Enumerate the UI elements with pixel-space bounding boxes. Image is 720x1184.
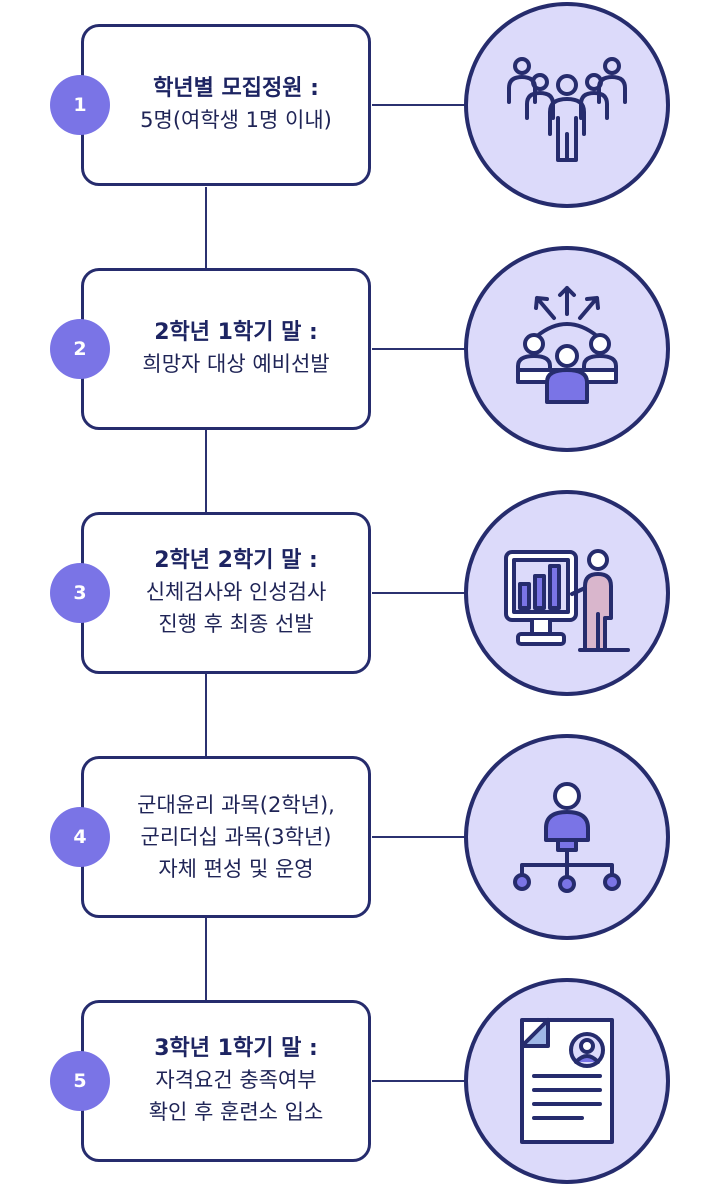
step-description-line: 진행 후 최종 선발: [158, 612, 314, 636]
presentation-chart-icon: [504, 549, 630, 652]
step-description-line: 확인 후 훈련소 입소: [148, 1100, 324, 1124]
icon-circle-1: [464, 2, 670, 208]
team-selection-icon: [516, 286, 618, 404]
step-description-line: 5명(여학생 1명 이내): [140, 108, 332, 132]
icon-circle-3: [464, 490, 670, 696]
step-box-5: 3학년 1학기 말 : 자격요건 충족여부 확인 후 훈련소 입소: [81, 1000, 371, 1162]
connector-horizontal-5: [372, 1080, 467, 1082]
step-box-1: 학년별 모집정원 : 5명(여학생 1명 이내): [81, 24, 371, 186]
step-description-line: 군리더십 과목(3학년): [140, 825, 332, 849]
step-box-2: 2학년 1학기 말 : 희망자 대상 예비선발: [81, 268, 371, 430]
step-title: 학년별 모집정원 :: [153, 76, 319, 101]
step-number-badge-1: 1: [50, 75, 110, 135]
group-people-icon: [507, 57, 627, 162]
resume-document-icon: [520, 1018, 614, 1144]
hierarchy-organization-icon: [513, 782, 621, 893]
step-description-line: 자격요건 충족여부: [155, 1068, 317, 1092]
step-number-badge-3: 3: [50, 563, 110, 623]
connector-vertical-3: [205, 674, 207, 758]
icon-circle-4: [464, 734, 670, 940]
step-description-line: 신체검사와 인성검사: [145, 580, 327, 604]
connector-vertical-4: [205, 918, 207, 1001]
step-title: 3학년 1학기 말 :: [154, 1036, 318, 1061]
step-title: 2학년 1학기 말 :: [154, 320, 318, 345]
icon-circle-2: [464, 246, 670, 452]
step-title: 2학년 2학기 말 :: [154, 548, 318, 573]
step-number-badge-2: 2: [50, 319, 110, 379]
step-description-line: 군대윤리 과목(2학년),: [137, 793, 335, 817]
step-number-badge-4: 4: [50, 807, 110, 867]
step-description-line: 자체 편성 및 운영: [158, 857, 314, 881]
connector-vertical-2: [205, 430, 207, 513]
connector-vertical-1: [205, 187, 207, 269]
connector-horizontal-4: [372, 836, 467, 838]
step-box-4: 군대윤리 과목(2학년), 군리더십 과목(3학년) 자체 편성 및 운영: [81, 756, 371, 918]
step-box-3: 2학년 2학기 말 : 신체검사와 인성검사 진행 후 최종 선발: [81, 512, 371, 674]
connector-horizontal-3: [372, 592, 467, 594]
connector-horizontal-1: [372, 104, 467, 106]
connector-horizontal-2: [372, 348, 467, 350]
step-description-line: 희망자 대상 예비선발: [142, 352, 330, 376]
step-number-badge-5: 5: [50, 1051, 110, 1111]
icon-circle-5: [464, 978, 670, 1184]
